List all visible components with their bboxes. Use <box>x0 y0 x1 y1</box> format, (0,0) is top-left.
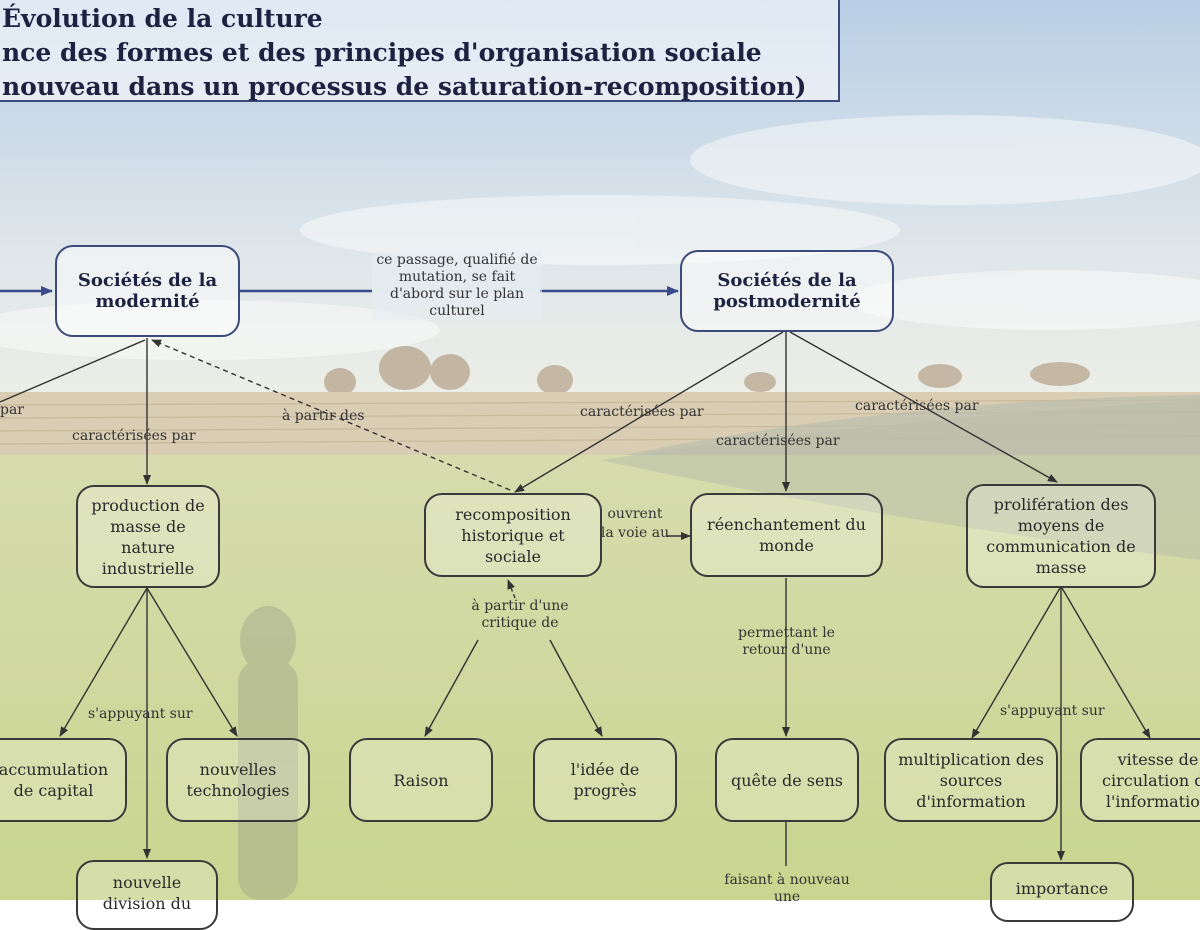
label-a-partir-des: à partir des <box>282 408 365 424</box>
edge-recomposition-modernite <box>151 339 511 491</box>
label-appuyant-1: s'appuyant sur <box>88 706 193 722</box>
node-quete: quête de sens <box>715 738 859 822</box>
label-faisant-text: faisant à nouveau une <box>724 872 850 905</box>
node-technologies: nouvelles technologies <box>166 738 310 822</box>
label-ouvrent-text: ouvrent la voie au <box>600 506 670 541</box>
label-faisant: faisant à nouveau une <box>712 872 862 906</box>
edge-production-technologies <box>146 587 238 737</box>
edge-proliferation-vitesse <box>1061 587 1151 739</box>
label-critique: à partir d'une critique de <box>470 598 570 632</box>
edge-critique-raison <box>424 639 479 737</box>
edge-proliferation-multiplication <box>971 587 1061 739</box>
label-par-left: par <box>0 402 25 418</box>
label-passage: ce passage, qualifié de mutation, se fai… <box>372 252 542 320</box>
label-passage-text: ce passage, qualifié de mutation, se fai… <box>376 252 538 319</box>
node-proliferation: prolifération des moyens de communicatio… <box>966 484 1156 588</box>
edge-modernite-left <box>0 339 146 403</box>
title-line-2: nce des formes et des principes d'organi… <box>2 38 762 67</box>
title-line-3: nouveau dans un processus de saturation-… <box>2 72 807 101</box>
edge-production-accumulation <box>59 587 148 737</box>
node-postmodernite: Sociétés de la postmodernité <box>680 250 894 332</box>
node-raison: Raison <box>349 738 493 822</box>
node-technologies-text: nouvelles technologies <box>186 760 290 800</box>
node-reenchantement-text: réenchantement du monde <box>707 515 866 555</box>
node-postmodernite-text: Sociétés de la postmodernité <box>713 270 861 312</box>
node-vitesse-text: vitesse de circulation de l'information <box>1102 749 1200 811</box>
label-caracterisees-2: caractérisées par <box>580 404 704 420</box>
node-progres: l'idée de progrès <box>533 738 677 822</box>
node-production-text: production de masse de nature industriel… <box>91 495 205 578</box>
node-modernite-text: Sociétés de la modernité <box>77 270 218 312</box>
node-modernite: Sociétés de la modernité <box>55 245 240 337</box>
label-caracterisees-1: caractérisées par <box>72 428 196 444</box>
label-caracterisees-4: caractérisées par <box>855 398 979 414</box>
node-accumulation-text: accumulation de capital <box>0 760 109 800</box>
node-reenchantement: réenchantement du monde <box>690 493 883 577</box>
label-permettant-text: permettant le retour d'une <box>738 625 835 658</box>
node-accumulation: accumulation de capital <box>0 738 127 822</box>
edge-recomposition-critique <box>507 579 516 599</box>
edge-critique-progres <box>549 639 603 737</box>
title-line-1: Évolution de la culture <box>2 4 323 33</box>
label-appuyant-2: s'appuyant sur <box>1000 703 1105 719</box>
node-multiplication: multiplication des sources d'information <box>884 738 1058 822</box>
edge-post-recomposition <box>514 331 784 493</box>
node-recomposition-text: recomposition historique et sociale <box>455 504 571 566</box>
node-nouvelle: nouvelle division du <box>76 860 218 930</box>
node-importance-text: importance <box>1015 879 1109 898</box>
node-vitesse: vitesse de circulation de l'information <box>1080 738 1200 822</box>
node-quete-text: quête de sens <box>731 770 843 790</box>
node-importance: importance <box>990 862 1134 922</box>
node-production: production de masse de nature industriel… <box>76 485 220 588</box>
label-caracterisees-3: caractérisées par <box>716 433 840 449</box>
node-raison-text: Raison <box>393 770 449 790</box>
label-ouvrent: ouvrent la voie au <box>600 505 670 543</box>
node-nouvelle-text: nouvelle division du <box>102 873 192 913</box>
node-recomposition: recomposition historique et sociale <box>424 493 602 577</box>
label-critique-text: à partir d'une critique de <box>471 598 569 631</box>
label-permettant: permettant le retour d'une <box>724 625 849 659</box>
title-box: Évolution de la culture nce des formes e… <box>0 0 840 102</box>
concept-map-edges <box>0 286 1151 866</box>
edge-post-proliferation <box>789 331 1058 483</box>
node-proliferation-text: prolifération des moyens de communicatio… <box>986 495 1136 577</box>
node-progres-text: l'idée de progrès <box>570 760 640 800</box>
node-multiplication-text: multiplication des sources d'information <box>898 749 1044 811</box>
